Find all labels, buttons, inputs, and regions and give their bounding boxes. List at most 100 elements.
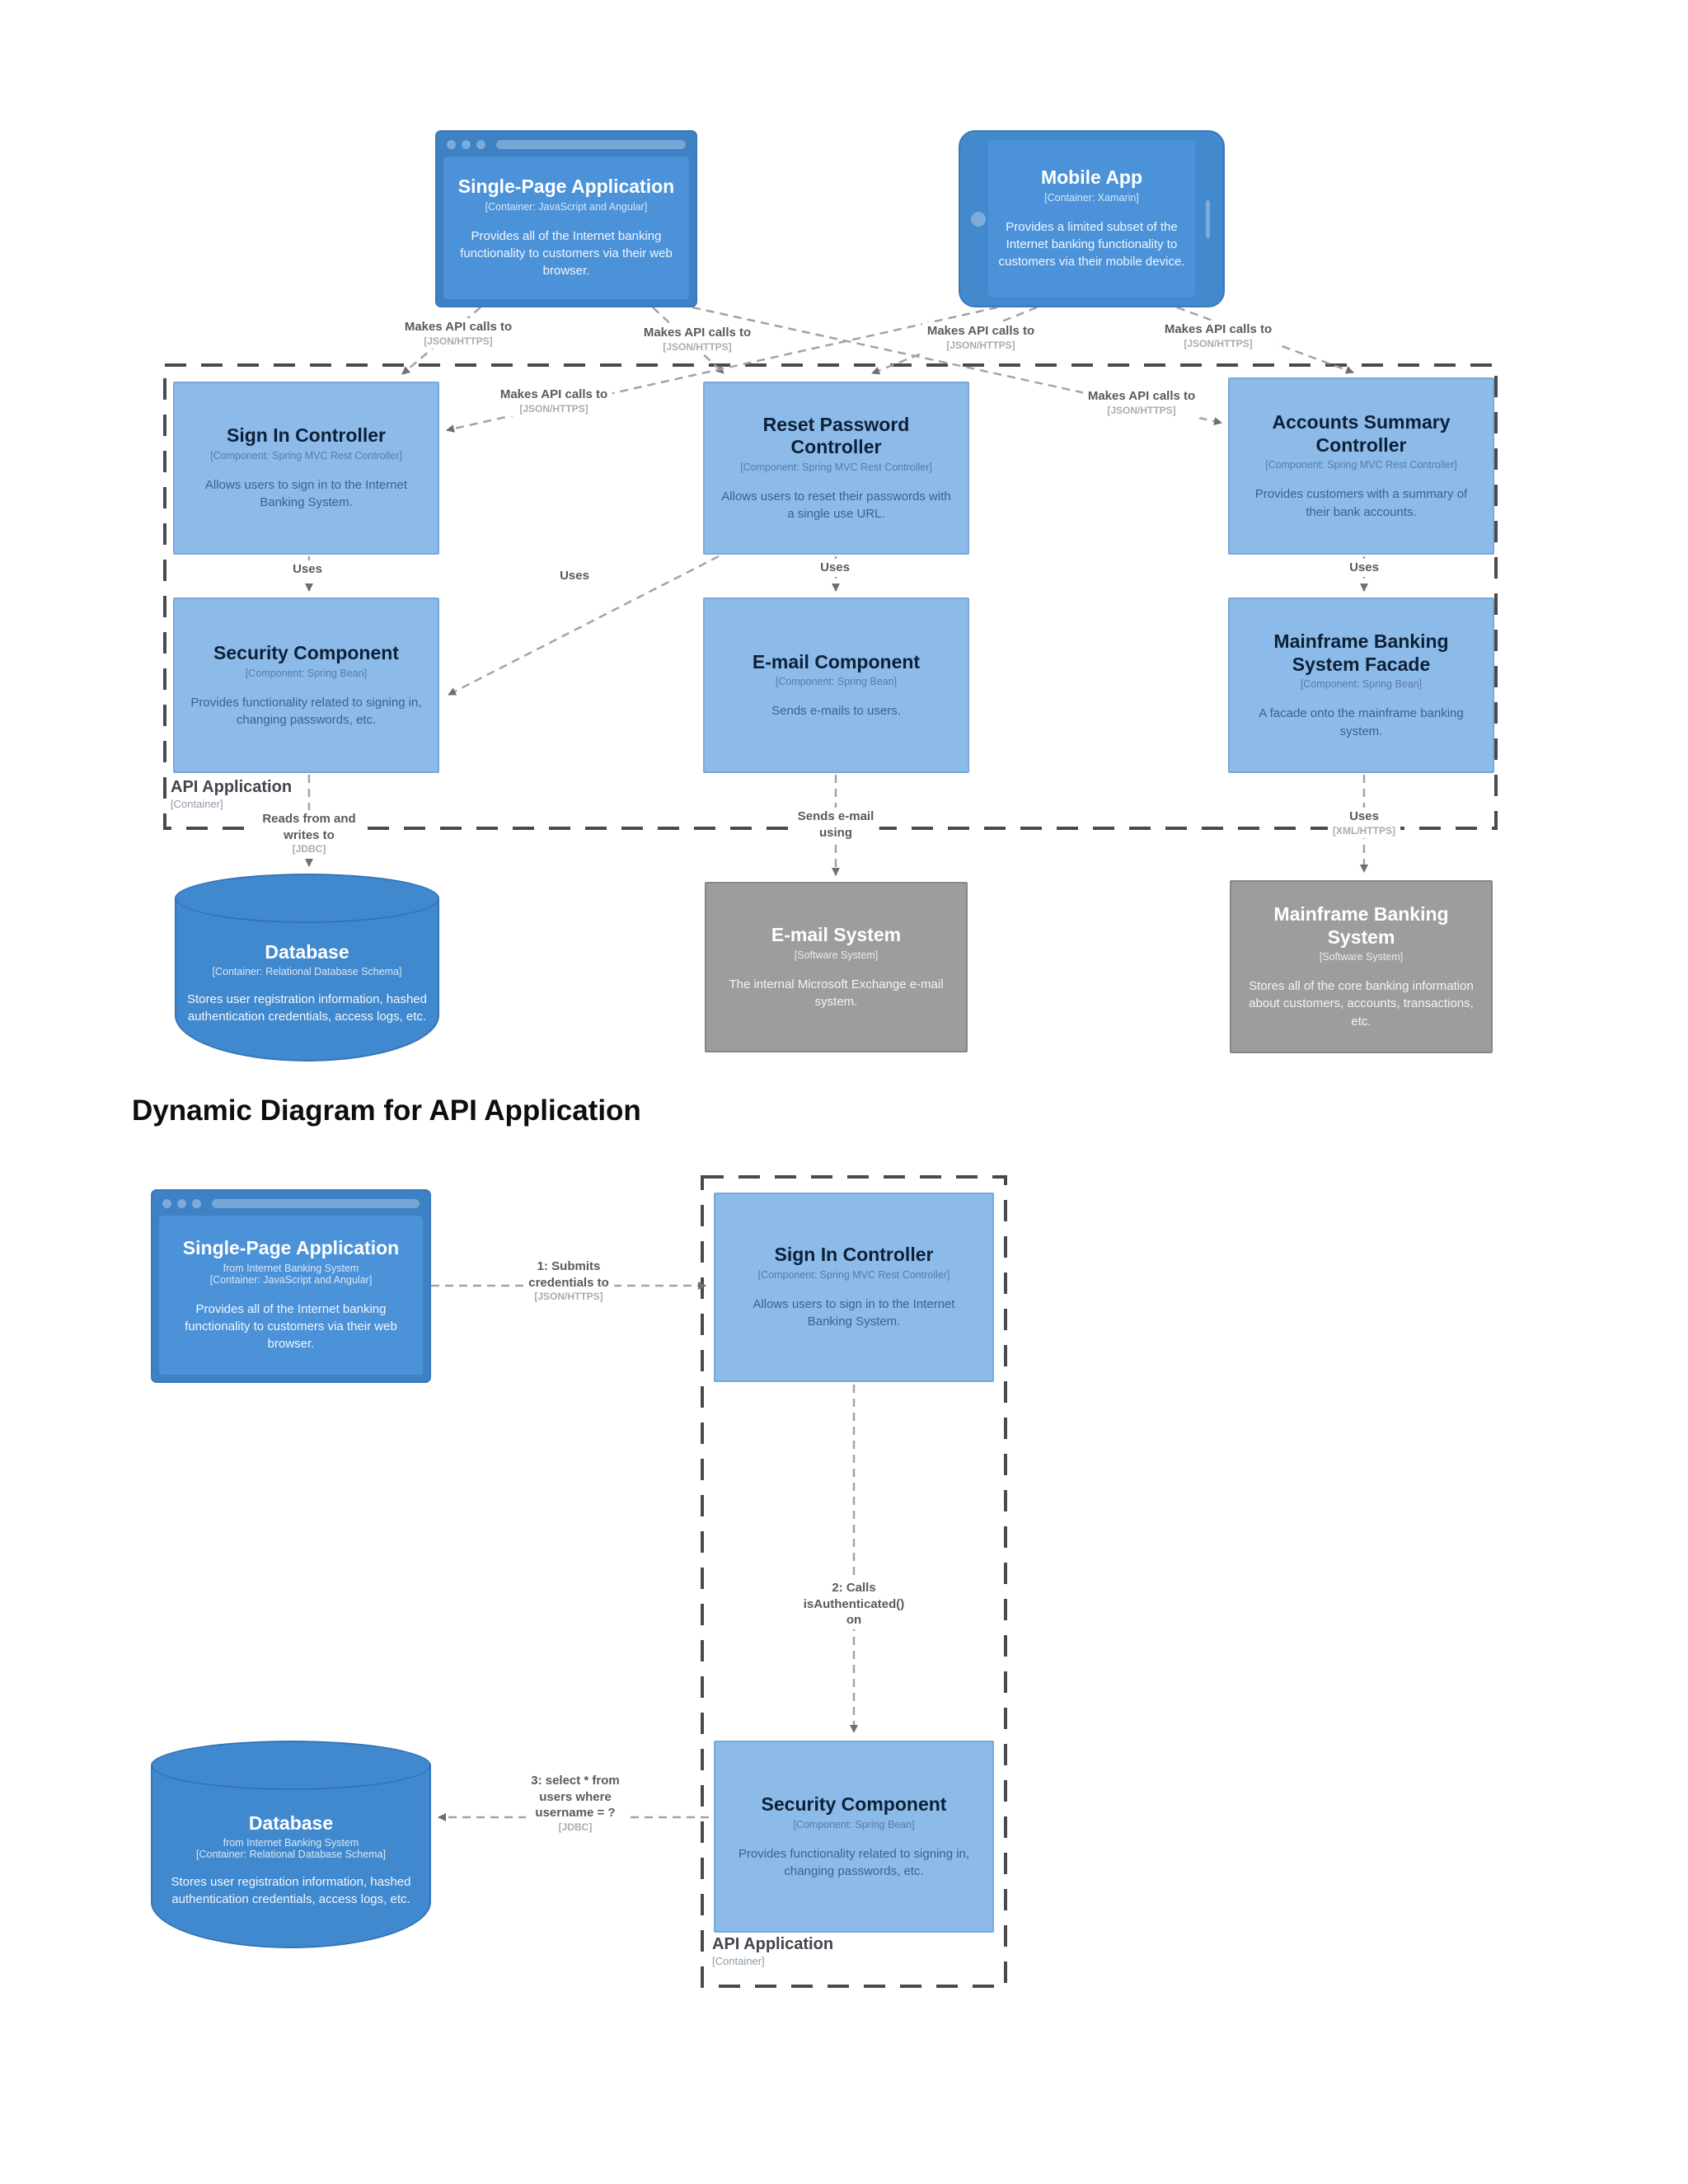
node-meta: [Container: Relational Database Schema] xyxy=(196,1848,386,1860)
node-title: Mainframe Banking System xyxy=(1273,902,1449,948)
browser-dot-icon xyxy=(177,1198,186,1208)
security-component-node-dynamic: Security Component [Component: Spring Be… xyxy=(714,1741,994,1933)
node-description: Stores user registration information, ha… xyxy=(187,991,427,1024)
browser-dot-icon xyxy=(462,139,471,149)
node-description: A facade onto the mainframe banking syst… xyxy=(1259,706,1464,738)
browser-dot-icon xyxy=(192,1198,201,1208)
node-description: Provides functionality related to signin… xyxy=(190,695,422,727)
node-title: Accounts Summary Controller xyxy=(1272,411,1451,456)
mainframe-system-node: Mainframe Banking System [Software Syste… xyxy=(1230,880,1493,1053)
node-title: E-mail Component xyxy=(752,650,921,673)
edge-label-security-database: Reads from and writes to [JDBC] xyxy=(257,810,361,857)
node-description: Stores all of the core banking informati… xyxy=(1249,979,1474,1029)
signin-controller-node: Sign In Controller [Component: Spring MV… xyxy=(173,382,439,555)
mainframe-facade-node: Mainframe Banking System Facade [Compone… xyxy=(1228,598,1494,773)
node-meta: [Component: Spring MVC Rest Controller] xyxy=(740,461,932,473)
node-description: Sends e-mails to users. xyxy=(771,704,901,719)
node-title: Mobile App xyxy=(1040,166,1143,189)
spa-node: Single-Page Application [Container: Java… xyxy=(435,130,697,307)
node-title: Mainframe Banking System Facade xyxy=(1273,630,1449,675)
browser-dot-icon xyxy=(162,1198,171,1208)
edge-label-spa-accounts: Makes API calls to [JSON/HTTPS] xyxy=(1082,387,1201,419)
security-component-node: Security Component [Component: Spring Be… xyxy=(173,598,439,773)
api-application-boundary-label: API Application [Container] xyxy=(171,778,293,810)
node-meta: [Component: Spring MVC Rest Controller] xyxy=(757,1269,950,1281)
node-title: Security Component xyxy=(213,641,399,663)
tablet-home-button-icon xyxy=(971,211,986,227)
node-description: Allows users to reset their passwords wi… xyxy=(721,489,951,522)
database-cylinder-body xyxy=(151,1765,431,1948)
edge-label-accounts-facade: Uses xyxy=(1344,559,1384,577)
node-meta: [Component: Spring MVC Rest Controller] xyxy=(1265,459,1457,471)
database-cylinder-top xyxy=(175,874,439,923)
node-description: Provides all of the Internet banking fun… xyxy=(460,228,673,279)
browser-chrome xyxy=(437,132,696,157)
mobile-app-node: Mobile App [Container: Xamarin] Provides… xyxy=(959,130,1225,307)
node-title: Single-Page Application xyxy=(182,1237,400,1259)
edge-reset-security xyxy=(448,555,720,696)
node-title: Database xyxy=(248,1811,334,1834)
database-node: Database [Container: Relational Database… xyxy=(175,874,439,1062)
node-meta: [Container: JavaScript and Angular] xyxy=(209,1273,373,1286)
node-meta: [Software System] xyxy=(1319,951,1404,963)
email-system-node: E-mail System [Software System] The inte… xyxy=(705,882,968,1052)
node-meta: [Component: Spring Bean] xyxy=(1300,678,1423,691)
api-application-boundary-label-dynamic: API Application [Container] xyxy=(712,1935,834,1967)
step2-label: 2: Calls isAuthenticated() on xyxy=(798,1579,910,1629)
dynamic-diagram-heading: Dynamic Diagram for API Application xyxy=(132,1094,641,1127)
node-description: Allows users to sign in to the Internet … xyxy=(753,1297,955,1329)
edge-mobile-accounts xyxy=(1176,306,1354,374)
edge-label-spa-signin: Makes API calls to [JSON/HTTPS] xyxy=(399,318,518,349)
tablet-screen xyxy=(988,140,1195,298)
reset-password-controller-node: Reset Password Controller [Component: Sp… xyxy=(703,382,969,555)
browser-dot-icon xyxy=(476,139,485,149)
accounts-summary-controller-node: Accounts Summary Controller [Component: … xyxy=(1228,377,1494,555)
node-meta: [Software System] xyxy=(794,949,879,961)
step3-label: 3: select * from users where username = … xyxy=(526,1772,625,1835)
node-description: Provides all of the Internet banking fun… xyxy=(185,1301,397,1352)
edge-label-facade-mainframe: Uses [XML/HTTPS] xyxy=(1328,808,1400,839)
node-title: Single-Page Application xyxy=(457,176,675,198)
node-title: Reset Password Controller xyxy=(762,413,910,458)
node-meta: [Component: Spring MVC Rest Controller] xyxy=(210,450,402,462)
node-description: Provides a limited subset of the Interne… xyxy=(998,219,1185,269)
edge-label-mobile-signin: Makes API calls to [JSON/HTTPS] xyxy=(495,386,613,417)
node-description: Stores user registration information, ha… xyxy=(171,1874,411,1906)
edge-label-spa-reset: Makes API calls to [JSON/HTTPS] xyxy=(638,324,757,355)
edge-label-signin-security: Uses xyxy=(288,560,327,579)
node-title: Database xyxy=(265,940,349,963)
database-node-dynamic: Database from Internet Banking System [C… xyxy=(151,1741,431,1948)
node-meta: [Component: Spring Bean] xyxy=(793,1818,915,1830)
node-parent: from Internet Banking System xyxy=(223,1836,359,1849)
email-component-node: E-mail Component [Component: Spring Bean… xyxy=(703,598,969,773)
node-parent: from Internet Banking System xyxy=(223,1262,359,1274)
node-meta: [Container: Relational Database Schema] xyxy=(212,965,402,977)
node-description: Provides customers with a summary of the… xyxy=(1254,487,1468,519)
edge-label-mobile-accounts: Makes API calls to [JSON/HTTPS] xyxy=(1159,321,1278,352)
tablet-speaker-icon xyxy=(1206,199,1210,238)
browser-address-bar-icon xyxy=(212,1198,420,1208)
browser-address-bar-icon xyxy=(496,139,686,149)
node-meta: [Component: Spring Bean] xyxy=(245,667,368,679)
step1-label: 1: Submits credentials to [JSON/HTTPS] xyxy=(523,1258,614,1305)
browser-dot-icon xyxy=(447,139,456,149)
api-application-boundary-dynamic xyxy=(701,1175,1007,1988)
node-title: E-mail System xyxy=(771,923,902,945)
edge-label-mobile-reset: Makes API calls to [JSON/HTTPS] xyxy=(921,322,1040,354)
node-meta: [Container: Xamarin] xyxy=(1044,191,1139,204)
node-description: Allows users to sign in to the Internet … xyxy=(204,478,408,510)
node-title: Security Component xyxy=(761,1793,947,1815)
node-description: The internal Microsoft Exchange e-mail s… xyxy=(729,977,944,1009)
database-cylinder-top xyxy=(151,1741,431,1790)
signin-controller-node-dynamic: Sign In Controller [Component: Spring MV… xyxy=(714,1193,994,1382)
edge-label-emailcomponent-emailsystem: Sends e-mail using xyxy=(792,808,879,841)
api-application-boundary xyxy=(163,363,1498,830)
node-meta: [Component: Spring Bean] xyxy=(775,676,898,688)
node-meta: [Container: JavaScript and Angular] xyxy=(485,200,648,213)
node-description: Provides functionality related to signin… xyxy=(738,1846,970,1878)
browser-chrome xyxy=(152,1191,429,1216)
node-title: Sign In Controller xyxy=(774,1244,934,1266)
edge-label-reset-email: Uses xyxy=(815,559,855,577)
